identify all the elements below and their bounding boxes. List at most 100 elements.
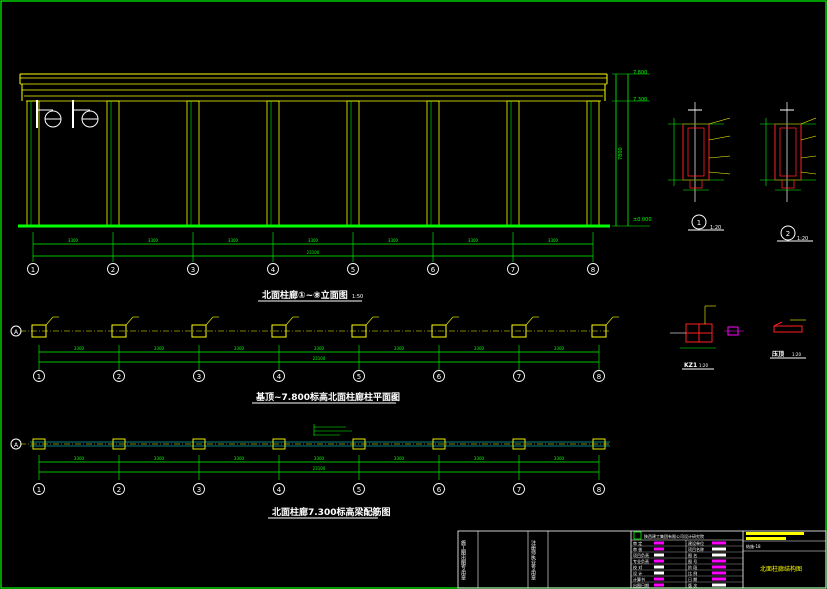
axis-bubble: [273, 370, 285, 382]
plan-row-axis: A: [14, 329, 19, 336]
axis-bubble: [593, 483, 605, 495]
elevation-column: [346, 100, 360, 227]
plan-column-kz1: [271, 324, 287, 338]
axis-label: 6: [431, 266, 436, 274]
detail-1: 1 1:20: [668, 102, 731, 231]
title-row-left: 审 定: [633, 540, 642, 546]
axis-label: 5: [357, 486, 361, 494]
bay-dim: 3300: [228, 238, 239, 243]
bay-dim: 3300: [154, 456, 165, 461]
total-dim: 23100: [307, 250, 320, 255]
axis-bubble: [507, 263, 519, 275]
axis-bubble: [587, 263, 599, 275]
elevation-column: [586, 100, 600, 227]
axis-bubble: [187, 263, 199, 275]
beam-column: [432, 438, 446, 450]
yl-detail: 压顶 1:20: [770, 319, 806, 359]
axis-bubble: [267, 263, 279, 275]
value-field: [712, 583, 726, 587]
axis-bubble: [113, 370, 125, 382]
kz1-scale: 1:20: [699, 363, 708, 368]
bay-dim: 3300: [548, 238, 559, 243]
title-row-left: 校 对: [633, 564, 642, 570]
axis-bubble: [513, 370, 525, 382]
bay-dim: 3300: [314, 346, 325, 351]
title-row-mid: 比 例: [688, 570, 697, 576]
axis-label: 5: [351, 266, 355, 274]
axis-bubble: [113, 483, 125, 495]
title-row-left: 项目负责: [633, 552, 649, 558]
plan-column-kz1: [431, 324, 447, 338]
beam-column: [512, 438, 526, 450]
stamp-left: 施工图出图专用章: [460, 539, 466, 581]
axis-label: 1: [37, 373, 41, 381]
value-field: [712, 541, 726, 545]
bay-dim: 3300: [468, 238, 479, 243]
value-field: [712, 553, 726, 557]
detail-1-num: 1: [697, 219, 701, 227]
bay-dim: 3300: [74, 456, 85, 461]
signature-field: [654, 565, 664, 569]
beam-plan-scale: 1:50: [367, 511, 378, 517]
drawing-title: 北面柱廊结构图: [760, 565, 802, 573]
elevation-column: [266, 100, 280, 227]
beam-column: [112, 438, 126, 450]
title-block: 审 定建设单位审 核项目名称项目负责图 名专业负责图 号校 对阶 段设 计比 例…: [457, 530, 827, 589]
value-field: [712, 565, 726, 569]
axis-label: 3: [197, 373, 201, 381]
axis-label: 7: [511, 266, 515, 274]
elevation-column: [426, 100, 440, 227]
bay-dim: 3300: [308, 238, 319, 243]
axis-label: 6: [437, 373, 442, 381]
axis-label: 2: [111, 266, 115, 274]
beam-column: [272, 438, 286, 450]
title-row-left: 设 计: [633, 570, 642, 576]
axis-label: 6: [437, 486, 442, 494]
elevation-column: [186, 100, 200, 227]
plan-title: 基顶~7.800标高北面柱廊柱平面图: [255, 391, 400, 403]
bay-dim: 3300: [68, 238, 79, 243]
plan-column-kz1: [591, 324, 607, 338]
axis-label: 2: [117, 373, 121, 381]
yl-label: 压顶: [772, 350, 784, 358]
axis-bubble: [427, 263, 439, 275]
title-row-left: 专业负责: [633, 558, 649, 564]
title-row-mid: 图 名: [688, 552, 697, 558]
elev-mark-mid: 7.300: [633, 97, 647, 103]
signature-field: [654, 547, 664, 551]
axis-bubble: [193, 370, 205, 382]
axis-label: 2: [117, 486, 121, 494]
title-row-mid: 建设单位: [688, 540, 704, 546]
bay-dim: 3300: [394, 456, 405, 461]
axis-label: 1: [31, 266, 35, 274]
axis-bubble: [193, 483, 205, 495]
axis-bubble: [433, 483, 445, 495]
detail-2: 2 1:20: [760, 102, 817, 242]
title-row-mid: 项目名称: [688, 546, 704, 552]
axis-bubble: [107, 263, 119, 275]
axis-bubble: [593, 370, 605, 382]
axis-label: 1: [37, 486, 41, 494]
title-row-mid: 阶 段: [688, 564, 697, 570]
axis-label: 3: [191, 266, 195, 274]
bay-dim: 3300: [234, 346, 245, 351]
bay-dim: 3300: [74, 346, 85, 351]
axis-label: 4: [277, 373, 282, 381]
beam-column: [592, 438, 606, 450]
beam-column: [32, 438, 46, 450]
elev-mark-top: 7.800: [633, 70, 647, 76]
bay-dim: 3300: [388, 238, 399, 243]
axis-bubble: [27, 263, 39, 275]
bay-dim: 3300: [234, 456, 245, 461]
bay-dim: 3300: [554, 346, 565, 351]
value-field: [712, 571, 726, 575]
axis-label: 8: [591, 266, 595, 274]
total-dim: 23100: [313, 356, 326, 361]
signature-field: [654, 571, 664, 575]
beam-column: [352, 438, 366, 450]
